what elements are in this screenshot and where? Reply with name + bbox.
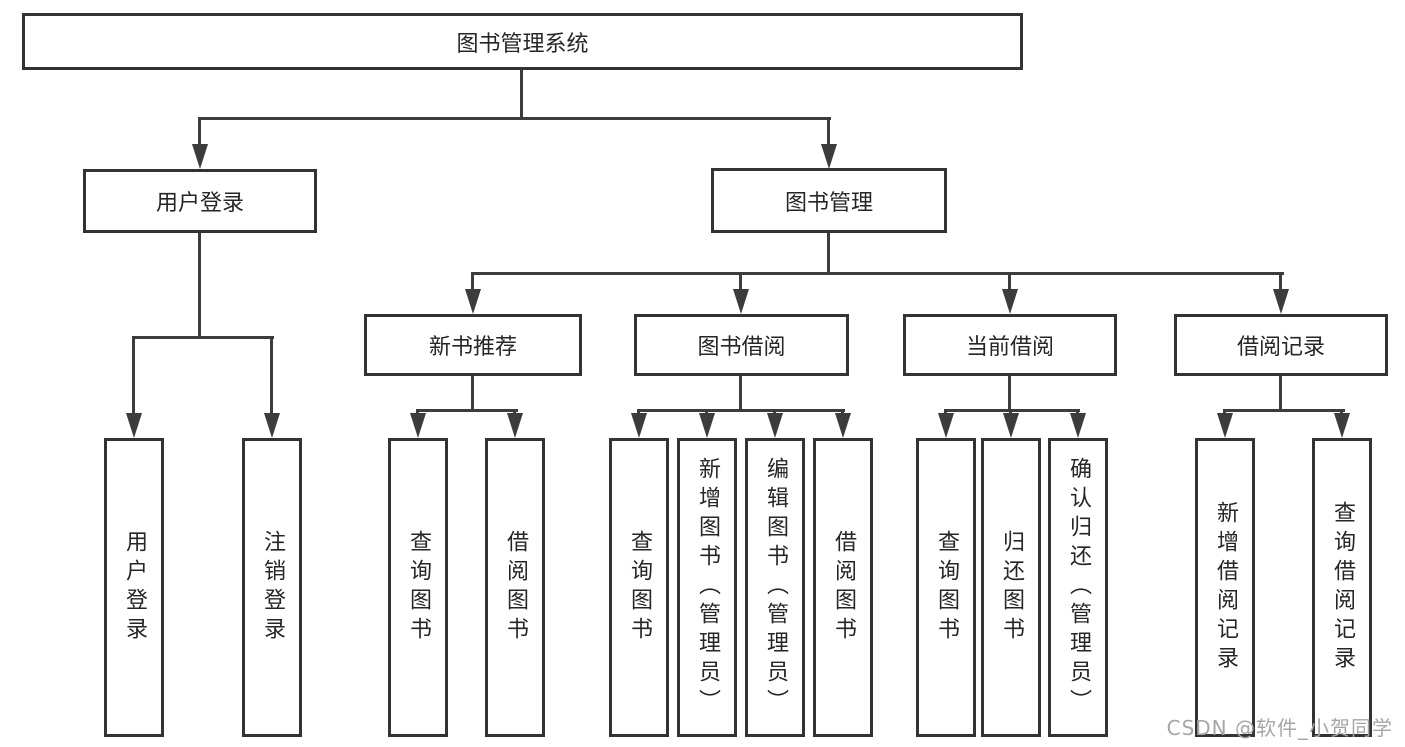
node-borrowing-records-label: 借阅记录 (1236, 335, 1325, 360)
node-current-borrowing-label: 当前借阅 (965, 335, 1054, 360)
node-book-borrowing: 图书借阅 (634, 314, 849, 376)
arrowhead-down-icon (1070, 413, 1086, 438)
connector-line (416, 409, 518, 412)
node-borrow-books-recommend: 借阅图书 (485, 438, 545, 737)
node-query-books-borrowing: 查询图书 (609, 438, 669, 737)
node-borrow-books-recommend-label: 借阅图书 (503, 529, 528, 646)
connector-line (944, 409, 1080, 412)
connector-line (1279, 374, 1282, 412)
connector-line (198, 232, 201, 339)
node-user-login: 用户登录 (83, 169, 317, 233)
node-edit-books-admin-label: 编辑图书（管理员） (763, 457, 788, 718)
connector-line (520, 68, 523, 120)
connector-line (471, 272, 474, 291)
node-add-borrow-record: 新增借阅记录 (1195, 438, 1255, 737)
arrowhead-down-icon (410, 413, 426, 438)
arrowhead-down-icon (821, 144, 837, 169)
connector-line (471, 272, 1284, 275)
connector-line (132, 336, 274, 339)
connector-line (1223, 409, 1345, 412)
node-library-system: 图书管理系统 (22, 13, 1023, 70)
arrowhead-down-icon (465, 289, 481, 314)
connector-line (270, 336, 273, 416)
connector-line (198, 117, 831, 120)
arrowhead-down-icon (1002, 289, 1018, 314)
connector-line (739, 374, 742, 412)
node-user-login-leaf: 用户登录 (104, 438, 164, 737)
connector-line (827, 117, 830, 146)
arrowhead-down-icon (1003, 413, 1019, 438)
connector-line (637, 409, 845, 412)
node-logout-label: 注销登录 (260, 529, 285, 646)
node-user-login-leaf-label: 用户登录 (122, 529, 147, 646)
node-query-books-current: 查询图书 (916, 438, 976, 737)
node-book-borrowing-label: 图书借阅 (697, 335, 786, 360)
node-user-login-label: 用户登录 (155, 191, 244, 216)
node-edit-books-admin: 编辑图书（管理员） (745, 438, 805, 737)
arrowhead-down-icon (699, 413, 715, 438)
node-new-book-recommendation-label: 新书推荐 (428, 335, 517, 360)
arrowhead-down-icon (1217, 413, 1233, 438)
arrowhead-down-icon (733, 289, 749, 314)
arrowhead-down-icon (1334, 413, 1350, 438)
node-query-books-current-label: 查询图书 (934, 529, 959, 646)
node-add-borrow-record-label: 新增借阅记录 (1213, 500, 1238, 675)
connector-line (827, 232, 830, 275)
node-confirm-return-admin: 确认归还（管理员） (1048, 438, 1108, 737)
node-borrow-books-borrowing-label: 借阅图书 (831, 529, 856, 646)
connector-line (132, 336, 135, 416)
arrowhead-down-icon (631, 413, 647, 438)
node-book-management: 图书管理 (711, 168, 947, 233)
node-borrowing-records: 借阅记录 (1174, 314, 1388, 376)
connector-line (471, 374, 474, 412)
node-current-borrowing: 当前借阅 (903, 314, 1117, 376)
arrowhead-down-icon (835, 413, 851, 438)
node-return-books: 归还图书 (981, 438, 1041, 737)
node-add-books-admin: 新增图书（管理员） (677, 438, 737, 737)
arrowhead-down-icon (264, 413, 280, 438)
connector-line (1279, 272, 1282, 291)
arrowhead-down-icon (507, 413, 523, 438)
csdn-watermark: CSDN @软件_小贺同学 (1166, 716, 1393, 740)
connector-line (1008, 272, 1011, 291)
node-add-books-admin-label: 新增图书（管理员） (695, 457, 720, 718)
node-book-management-label: 图书管理 (784, 190, 873, 216)
arrowhead-down-icon (192, 144, 208, 169)
node-query-borrow-record-label: 查询借阅记录 (1330, 500, 1355, 675)
connector-line (739, 272, 742, 291)
arrowhead-down-icon (126, 413, 142, 438)
arrowhead-down-icon (767, 413, 783, 438)
connector-line (1008, 374, 1011, 412)
node-logout: 注销登录 (242, 438, 302, 737)
node-query-books-borrowing-label: 查询图书 (627, 529, 652, 646)
arrowhead-down-icon (938, 413, 954, 438)
node-borrow-books-borrowing: 借阅图书 (813, 438, 873, 737)
node-query-books-recommend-label: 查询图书 (406, 529, 431, 646)
node-new-book-recommendation: 新书推荐 (364, 314, 582, 376)
node-query-books-recommend: 查询图书 (388, 438, 448, 737)
arrowhead-down-icon (1273, 289, 1289, 314)
connector-line (198, 117, 201, 146)
node-library-system-label: 图书管理系统 (456, 31, 589, 57)
node-query-borrow-record: 查询借阅记录 (1312, 438, 1372, 737)
node-return-books-label: 归还图书 (999, 529, 1024, 646)
node-confirm-return-admin-label: 确认归还（管理员） (1066, 457, 1091, 718)
